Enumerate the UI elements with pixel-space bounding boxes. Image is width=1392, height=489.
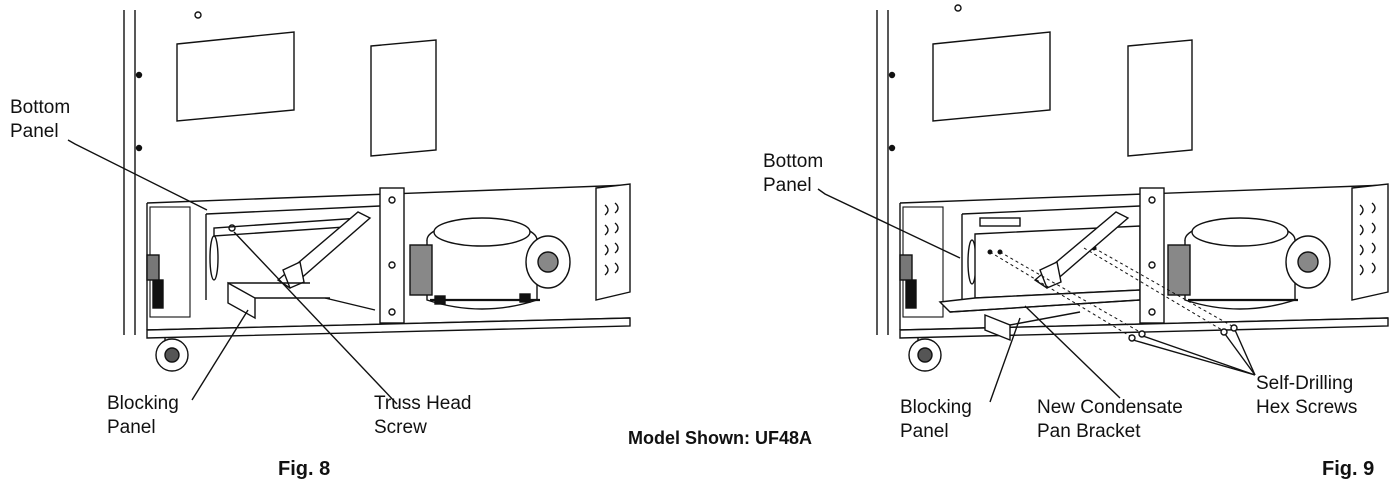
fig8-bottom-panel-label: Bottom Panel <box>10 97 71 142</box>
fig8-truss-screw-label: Truss Head Screw <box>374 393 472 438</box>
fig9-bracket-label: New Condensate Pan Bracket <box>1037 397 1183 442</box>
fig9-drawing <box>817 4 1389 403</box>
fig8-drawing <box>67 10 631 405</box>
fig9-caption: Fig. 9 <box>1322 458 1375 480</box>
fig9-blocking-panel-label: Blocking Panel <box>900 397 972 442</box>
fig9-bottom-panel-label: Bottom Panel <box>763 151 824 196</box>
fig8-blocking-panel-label: Blocking Panel <box>107 393 179 438</box>
model-shown-note: Model Shown: UF48A <box>628 428 812 448</box>
fig8-caption: Fig. 8 <box>278 458 331 480</box>
fig9-screws-label: Self-Drilling Hex Screws <box>1256 373 1358 418</box>
